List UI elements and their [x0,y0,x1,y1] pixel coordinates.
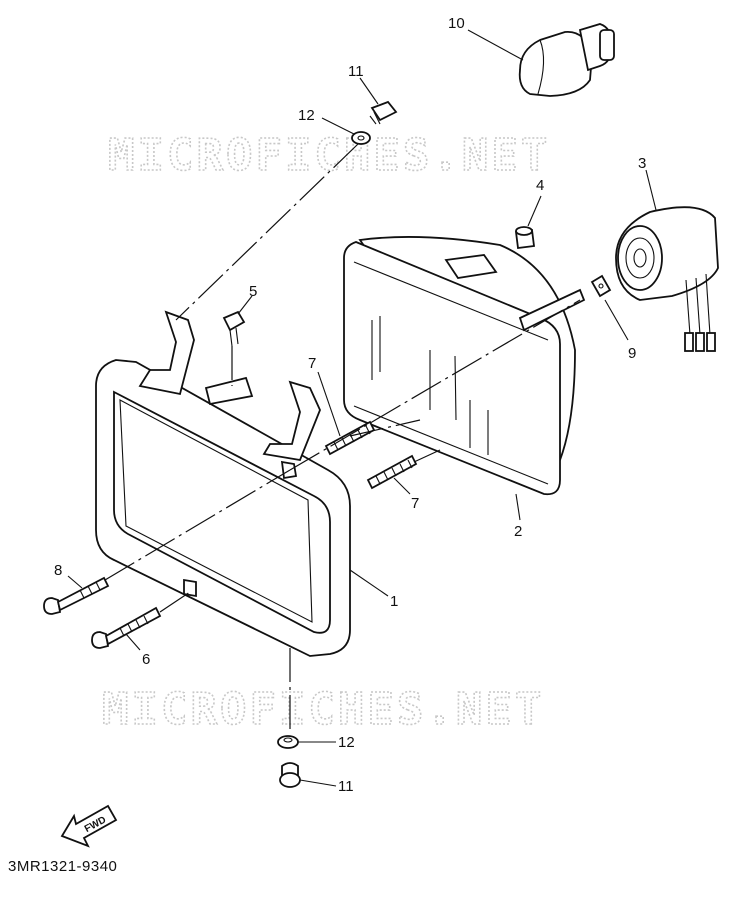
callout-2: 2 [514,523,522,540]
leader-4 [527,195,542,227]
callout-3: 3 [638,155,646,172]
callout-10: 10 [448,15,465,32]
assembly-lines [104,143,581,734]
drawing-code: 3MR1321-9340 [8,858,118,875]
watermark-top: MICROFICHES.NET [108,130,550,181]
part-11-screw-bottom [279,762,301,788]
callout-4: 4 [536,177,544,194]
part-5-screw [222,310,246,347]
fwd-arrow-icon: FWD [60,804,118,848]
leader-5 [237,295,253,315]
leader-10 [467,29,524,61]
callout-11-top: 11 [348,63,364,80]
leader-7-upper [317,371,341,437]
leader-11-top [359,77,379,105]
leader-3 [645,169,657,211]
watermark-bottom: MICROFICHES.NET [102,684,544,735]
leader-8 [67,575,83,589]
leader-2 [515,493,521,521]
callout-1: 1 [390,593,398,610]
callout-7-lower: 7 [411,495,419,512]
callout-7-upper: 7 [308,355,316,372]
part-7-adjust-screw-upper [324,420,376,456]
part-3-socket [615,206,719,352]
part-1-frame [95,310,351,657]
part-10-bulb [518,23,615,97]
callout-12-bottom: 12 [338,734,355,751]
part-11-screw-top [369,100,398,125]
part-6-bolt [91,606,162,649]
leader-6 [125,633,141,651]
callout-12-top: 12 [298,107,315,124]
part-12-washer-top [351,131,371,145]
leader-11-bottom [299,779,337,787]
callout-6: 6 [142,651,150,668]
part-2-headlight-unit [343,236,586,496]
callout-11-bottom: 11 [338,778,354,795]
callout-9: 9 [628,345,636,362]
part-9-clip [590,274,612,298]
leader-7-lower [393,477,411,495]
part-8-bolt [43,576,110,615]
part-12-nut-bottom [277,735,299,749]
callout-8: 8 [54,562,62,579]
part-4-grommet [514,226,536,250]
callout-5: 5 [249,283,257,300]
leader-12-top [321,117,355,135]
leader-1 [349,569,389,597]
leader-9 [604,299,629,341]
part-7-adjust-screw-lower [366,454,418,490]
